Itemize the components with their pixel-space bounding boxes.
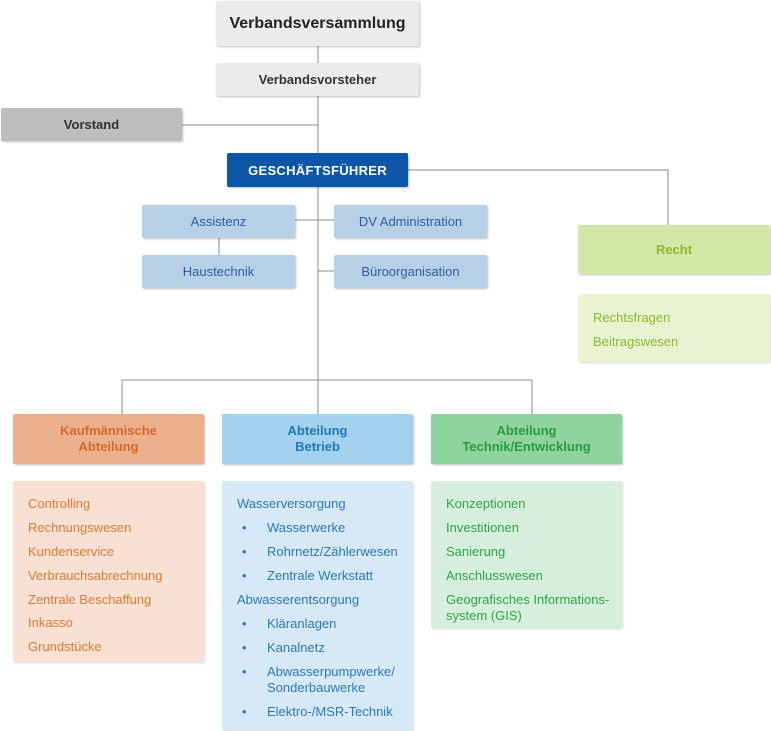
geschaeftsfuehrer-label: GESCHÄFTSFÜHRER xyxy=(248,162,387,178)
bueroorganisation-box: Büroorganisation xyxy=(334,255,487,288)
haustechnik-label: Haustechnik xyxy=(182,264,255,279)
kaufmaennische-abteilung-box: Kaufmännische Abteilung xyxy=(13,414,204,464)
bueroorganisation-label: Büroorganisation xyxy=(361,264,460,279)
technik-item-anschlusswesen: Anschlusswesen xyxy=(446,568,543,583)
technik-panel: Konzeptionen Investitionen Sanierung Ans… xyxy=(431,481,622,628)
technik-title-line2: Technik/Entwicklung xyxy=(462,439,591,454)
kauf-item-zentrale-beschaffung: Zentrale Beschaffung xyxy=(28,592,152,607)
betrieb-title-line2: Betrieb xyxy=(295,439,340,454)
bullet: • xyxy=(242,544,247,559)
kauf-item-verbrauchsabrechnung: Verbrauchsabrechnung xyxy=(28,568,163,583)
kauf-item-grundstuecke: Grundstücke xyxy=(28,639,102,654)
verbandsvorsteher-label: Verbandsvorsteher xyxy=(258,72,377,87)
recht-label: Recht xyxy=(655,242,693,257)
verbandsvorsteher-box: Verbandsvorsteher xyxy=(216,63,419,96)
technik-item-gis-line2: system (GIS) xyxy=(446,608,522,623)
bullet: • xyxy=(242,704,247,719)
dv-administration-box: DV Administration xyxy=(334,205,487,238)
vorstand-label: Vorstand xyxy=(63,117,120,132)
betrieb-group-abwasserentsorgung: Abwasserentsorgung xyxy=(237,592,360,607)
abteilung-technik-box: Abteilung Technik/Entwicklung xyxy=(431,414,622,464)
kauf-panel: Controlling Rechnungswesen Kundenservice… xyxy=(13,481,204,662)
verbandsversammlung-label: Verbandsversammlung xyxy=(229,14,406,32)
assistenz-box: Assistenz xyxy=(142,205,295,238)
technik-title-line1: Abteilung xyxy=(496,423,557,438)
betrieb-item-klaeranlagen: Kläranlagen xyxy=(267,616,337,631)
kauf-title-line2: Abteilung xyxy=(78,439,139,454)
haustechnik-box: Haustechnik xyxy=(142,255,295,288)
technik-item-investitionen: Investitionen xyxy=(446,520,519,535)
bullet: • xyxy=(242,568,247,583)
connector-recht xyxy=(408,169,669,225)
betrieb-item-rohrnetz: Rohrnetz/Zählerwesen xyxy=(267,544,398,559)
betrieb-title-line1: Abteilung xyxy=(287,423,348,438)
technik-item-gis-line1: Geografisches Informations- xyxy=(446,592,610,607)
betrieb-item-zentrale-werkstatt: Zentrale Werkstatt xyxy=(267,568,373,583)
betrieb-group-wasserversorgung: Wasserversorgung xyxy=(237,496,346,511)
recht-box: Recht xyxy=(578,225,770,274)
betrieb-item-sonderbauwerke: Sonderbauwerke xyxy=(267,680,366,695)
recht-item-rechtsfragen: Rechtsfragen xyxy=(593,310,671,325)
recht-panel: Rechtsfragen Beitragswesen xyxy=(578,294,770,362)
verbandsversammlung-box: Verbandsversammlung xyxy=(216,1,419,46)
recht-item-beitragswesen: Beitragswesen xyxy=(593,334,679,349)
kauf-item-controlling: Controlling xyxy=(28,496,91,511)
dv-administration-label: DV Administration xyxy=(358,214,463,229)
betrieb-item-abwasserpumpwerke: Abwasserpumpwerke/ xyxy=(267,664,395,679)
abteilung-betrieb-box: Abteilung Betrieb xyxy=(222,414,413,464)
geschaeftsfuehrer-box: GESCHÄFTSFÜHRER xyxy=(227,153,408,187)
technik-item-sanierung: Sanierung xyxy=(446,544,506,559)
bullet: • xyxy=(242,664,247,679)
kauf-item-rechnungswesen: Rechnungswesen xyxy=(28,520,132,535)
bullet: • xyxy=(242,616,247,631)
vorstand-box: Vorstand xyxy=(1,108,182,141)
technik-item-konzeptionen: Konzeptionen xyxy=(446,496,526,511)
bullet: • xyxy=(242,640,247,655)
betrieb-item-wasserwerke: Wasserwerke xyxy=(267,520,346,535)
betrieb-item-kanalnetz: Kanalnetz xyxy=(267,640,325,655)
bullet: • xyxy=(242,520,247,535)
betrieb-panel: Wasserversorgung • Wasserwerke • Rohrnet… xyxy=(222,481,413,730)
kauf-item-kundenservice: Kundenservice xyxy=(28,544,114,559)
kauf-item-inkasso: Inkasso xyxy=(28,615,73,630)
assistenz-label: Assistenz xyxy=(190,214,247,229)
kauf-title-line1: Kaufmännische xyxy=(60,423,157,438)
betrieb-item-elektro-msr: Elektro-/MSR-Technik xyxy=(267,704,393,719)
